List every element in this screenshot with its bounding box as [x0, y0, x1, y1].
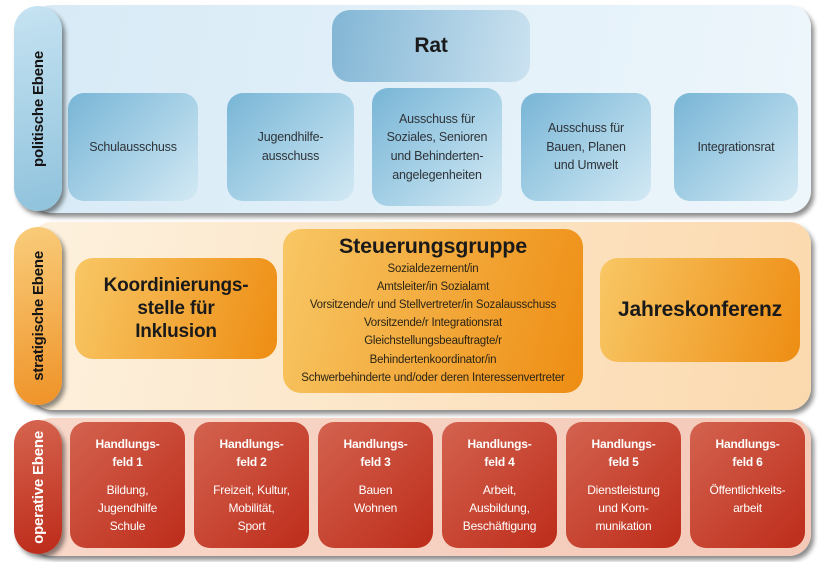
handlungsfeld-body: Dienstleistung und Kom- munikation [587, 483, 660, 533]
committee-label: Ausschuss für Bauen, Planen und Umwelt [546, 120, 626, 173]
jahreskonferenz-box: Jahreskonferenz [600, 258, 800, 362]
strategic-level-pill: stratigische Ebene [14, 227, 62, 405]
committee-box-integrationsrat: Integrationsrat [674, 93, 798, 201]
committee-label: Ausschuss für Soziales, Senioren und Beh… [386, 111, 488, 182]
handlungsfeld-body: Bildung, Jugendhilfe Schule [97, 483, 158, 533]
steuerungsgruppe-members: Sozialdezernent/in Amtsleiter/in Soziala… [301, 262, 565, 384]
steuerungsgruppe-title: Steuerungsgruppe [339, 234, 527, 258]
jahreskonferenz-label: Jahreskonferenz [618, 298, 782, 321]
handlungsfeld-body: Freizeit, Kultur, Mobilität, Sport [213, 483, 290, 533]
handlungsfeld-4-box: Handlungs- feld 4 Arbeit, Ausbildung, Be… [442, 422, 557, 548]
committee-box-bauen-planen-umwelt: Ausschuss für Bauen, Planen und Umwelt [521, 93, 651, 201]
koordinierungsstelle-box: Koordinierungs- stelle für Inklusion [75, 258, 277, 359]
operative-level-label: operative Ebene [29, 430, 47, 544]
committee-label: Jugendhilfe- ausschuss [257, 130, 324, 163]
handlungsfeld-title: Handlungs- feld 2 [219, 437, 284, 469]
operative-level-pill: operative Ebene [14, 420, 62, 554]
handlungsfeld-5-box: Handlungs- feld 5 Dienstleistung und Kom… [566, 422, 681, 548]
handlungsfeld-title: Handlungs- feld 3 [343, 437, 408, 469]
political-level-pill: politische Ebene [14, 6, 62, 211]
handlungsfeld-title: Handlungs- feld 6 [715, 437, 780, 469]
committee-box-schulausschuss: Schulausschuss [68, 93, 198, 201]
handlungsfeld-3-box: Handlungs- feld 3 Bauen Wohnen [318, 422, 433, 548]
handlungsfeld-2-box: Handlungs- feld 2 Freizeit, Kultur, Mobi… [194, 422, 309, 548]
rat-label: Rat [414, 34, 448, 57]
steuerungsgruppe-box: Steuerungsgruppe Sozialdezernent/in Amts… [283, 229, 583, 393]
handlungsfeld-body: Arbeit, Ausbildung, Beschäftigung [462, 483, 537, 533]
rat-box: Rat [332, 10, 530, 82]
handlungsfeld-body: Öffentlichkeits- arbeit [709, 483, 786, 515]
handlungsfeld-title: Handlungs- feld 4 [467, 437, 532, 469]
handlungsfeld-title: Handlungs- feld 5 [591, 437, 656, 469]
committee-label: Integrationsrat [697, 139, 775, 154]
handlungsfeld-1-box: Handlungs- feld 1 Bildung, Jugendhilfe S… [70, 422, 185, 548]
political-level-label: politische Ebene [29, 50, 47, 167]
committee-box-jugendhilfeausschuss: Jugendhilfe- ausschuss [227, 93, 354, 201]
koordinierungsstelle-label: Koordinierungs- stelle für Inklusion [103, 274, 249, 343]
handlungsfeld-body: Bauen Wohnen [353, 483, 398, 515]
handlungsfeld-6-box: Handlungs- feld 6 Öffentlichkeits- arbei… [690, 422, 805, 548]
strategic-level-label: stratigische Ebene [29, 251, 47, 381]
committee-box-soziales-senioren-behinderte: Ausschuss für Soziales, Senioren und Beh… [372, 88, 502, 206]
handlungsfeld-title: Handlungs- feld 1 [95, 437, 160, 469]
committee-label: Schulausschuss [89, 139, 177, 154]
